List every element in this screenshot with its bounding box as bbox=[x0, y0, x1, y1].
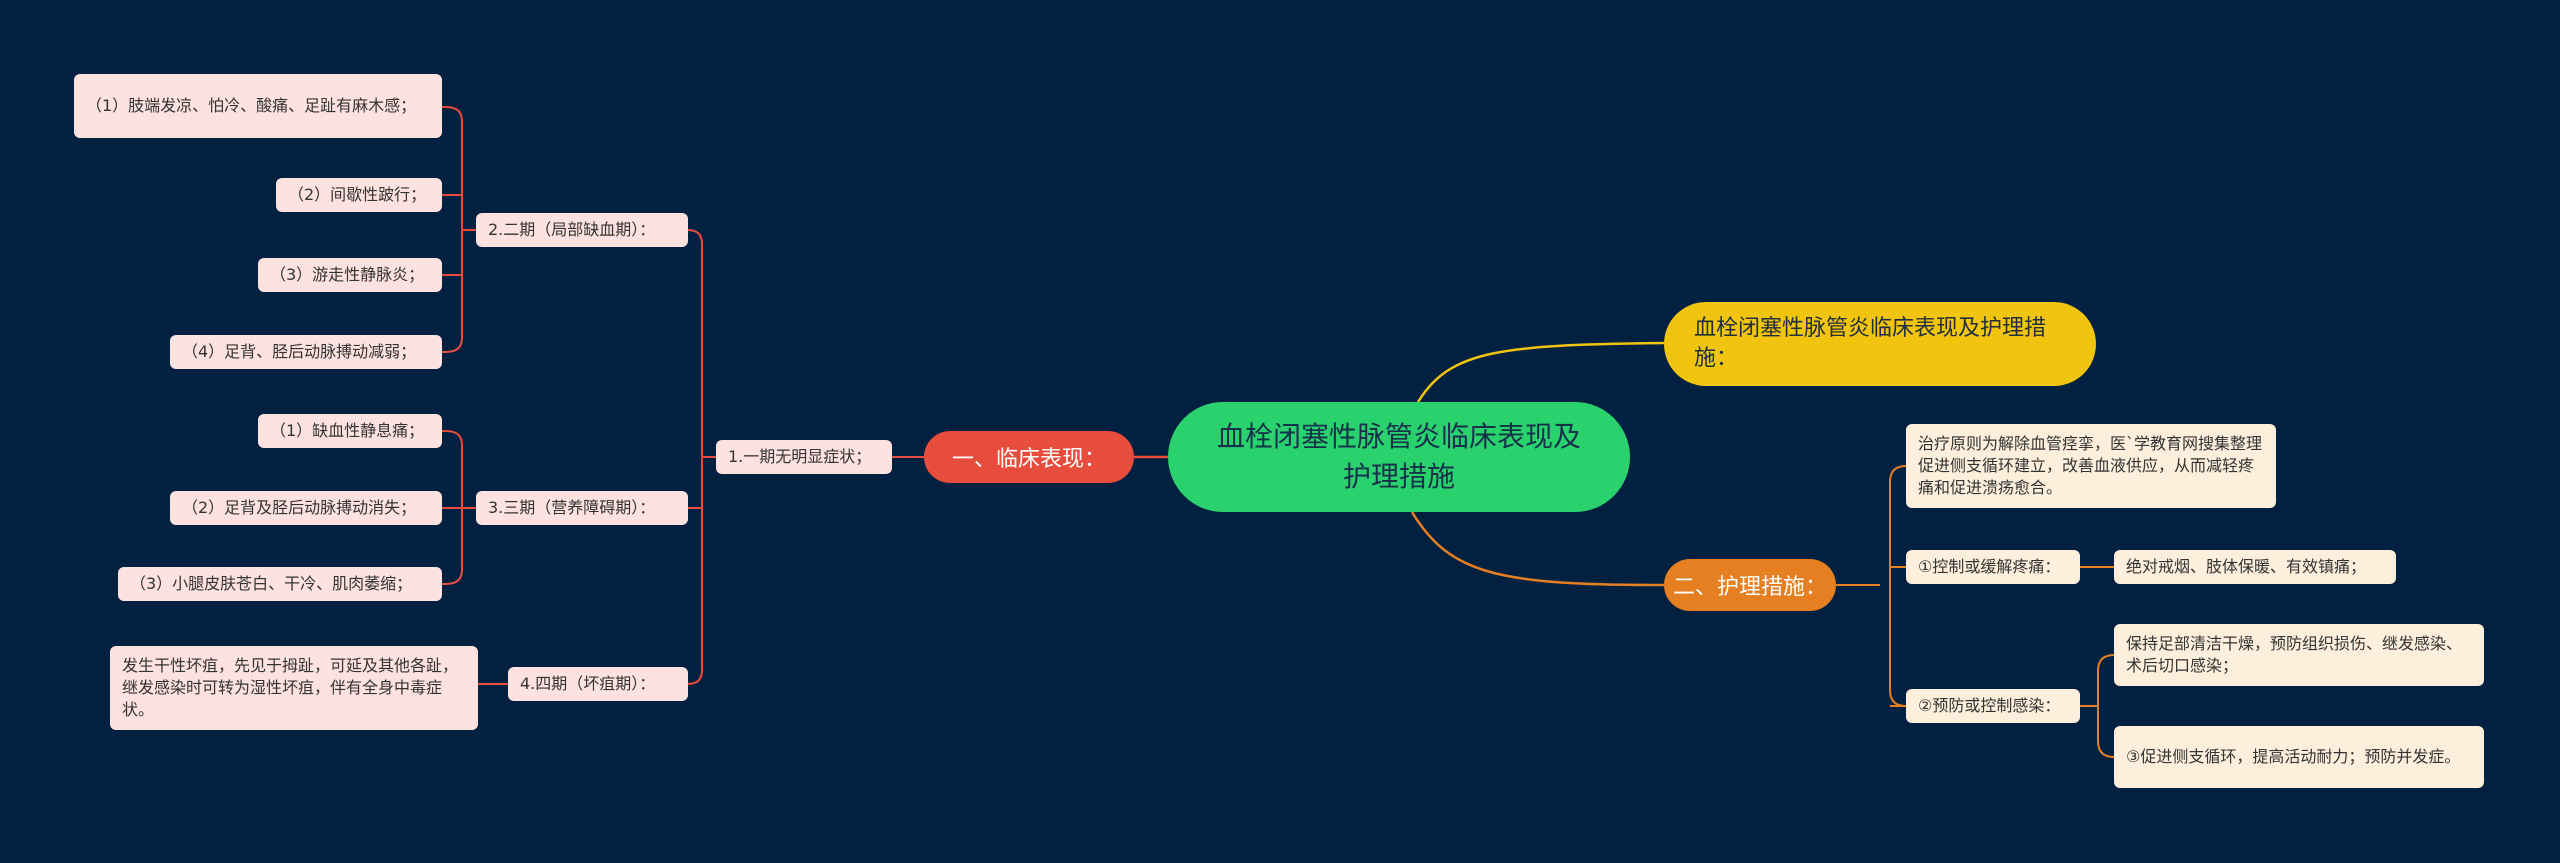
stage3-item-2[interactable]: （2）足背及胫后动脉搏动消失； bbox=[170, 491, 442, 525]
clinical-branch-label: 一、临床表现： bbox=[951, 447, 1106, 472]
edge-root-nursing bbox=[1410, 511, 1665, 587]
infection-control-label: ②预防或控制感染： bbox=[1918, 696, 2061, 715]
stage1-node[interactable]: 1.一期无明显症状； bbox=[716, 440, 892, 474]
title-branch-label: 血栓闭塞性脉管炎临床表现及护理措施： bbox=[1694, 316, 2047, 371]
stage3-item-1[interactable]: （1）缺血性静息痛； bbox=[258, 414, 442, 448]
stage2-item-3-label: （3）游走性静脉炎； bbox=[270, 265, 425, 284]
stage2-item-3[interactable]: （3）游走性静脉炎； bbox=[258, 258, 442, 292]
root-label: 血栓闭塞性脉管炎临床表现及护理措施 bbox=[1216, 420, 1581, 493]
stage3-label: 3.三期（营养障碍期）： bbox=[488, 498, 656, 517]
title-branch-node[interactable]: 血栓闭塞性脉管炎临床表现及护理措施： bbox=[1664, 302, 2096, 386]
pain-control-node[interactable]: ①控制或缓解疼痛： bbox=[1906, 550, 2080, 584]
edge-stage3-children bbox=[442, 430, 476, 585]
infection-item-2[interactable]: ③促进侧支循环，提高活动耐力；预防并发症。 bbox=[2114, 726, 2484, 788]
pain-control-detail-label: 绝对戒烟、肢体保暖、有效镇痛； bbox=[2126, 557, 2367, 576]
stage4-node[interactable]: 4.四期（坏疽期）： bbox=[508, 667, 688, 701]
infection-control-node[interactable]: ②预防或控制感染： bbox=[1906, 689, 2080, 723]
stage3-item-2-label: （2）足背及胫后动脉搏动消失； bbox=[182, 498, 417, 517]
stage3-item-3[interactable]: （3）小腿皮肤苍白、干冷、肌肉萎缩； bbox=[118, 567, 442, 601]
stage2-item-1-label: （1）肢端发凉、怕冷、酸痛、足趾有麻木感； bbox=[86, 96, 417, 115]
pain-control-detail[interactable]: 绝对戒烟、肢体保暖、有效镇痛； bbox=[2114, 550, 2396, 584]
infection-item-1[interactable]: 保持足部清洁干燥，预防组织损伤、继发感染、术后切口感染； bbox=[2114, 624, 2484, 686]
nursing-principle[interactable]: 治疗原则为解除血管痉挛，医`学教育网搜集整理促进侧支循环建立，改善血液供应，从而… bbox=[1906, 424, 2276, 508]
stage2-item-2[interactable]: （2）间歇性跛行； bbox=[276, 178, 442, 212]
edge-stage2-children bbox=[442, 106, 476, 353]
stage3-node[interactable]: 3.三期（营养障碍期）： bbox=[476, 491, 688, 525]
edge-root-top bbox=[1416, 341, 1665, 403]
nursing-principle-label: 治疗原则为解除血管痉挛，医`学教育网搜集整理促进侧支循环建立，改善血液供应，从而… bbox=[1918, 434, 2263, 497]
edge-nursing-children bbox=[1836, 465, 1907, 707]
stage2-item-2-label: （2）间歇性跛行； bbox=[288, 185, 427, 204]
stage2-item-1[interactable]: （1）肢端发凉、怕冷、酸痛、足趾有麻木感； bbox=[74, 74, 442, 138]
stage2-label: 2.二期（局部缺血期）： bbox=[488, 220, 656, 239]
edge-stage1-bracket bbox=[476, 229, 716, 685]
root-node[interactable]: 血栓闭塞性脉管炎临床表现及护理措施 bbox=[1168, 402, 1630, 512]
nursing-branch-node[interactable]: 二、护理措施： bbox=[1664, 559, 1836, 611]
pain-control-label: ①控制或缓解疼痛： bbox=[1918, 557, 2061, 576]
infection-item-1-label: 保持足部清洁干燥，预防组织损伤、继发感染、术后切口感染； bbox=[2126, 634, 2463, 675]
nursing-branch-label: 二、护理措施： bbox=[1672, 575, 1827, 600]
stage1-label: 1.一期无明显症状； bbox=[728, 447, 872, 466]
stage4-detail[interactable]: 发生干性坏疽，先见于拇趾，可延及其他各趾，继发感染时可转为湿性坏疽，伴有全身中毒… bbox=[110, 646, 478, 730]
stage3-item-3-label: （3）小腿皮肤苍白、干冷、肌肉萎缩； bbox=[130, 574, 413, 593]
stage3-item-1-label: （1）缺血性静息痛； bbox=[270, 421, 425, 440]
edge-infection-children bbox=[2080, 654, 2115, 758]
clinical-branch-node[interactable]: 一、临床表现： bbox=[924, 431, 1134, 483]
stage4-detail-label: 发生干性坏疽，先见于拇趾，可延及其他各趾，继发感染时可转为湿性坏疽，伴有全身中毒… bbox=[122, 656, 459, 719]
stage2-item-4[interactable]: （4）足背、胫后动脉搏动减弱； bbox=[170, 335, 442, 369]
stage2-item-4-label: （4）足背、胫后动脉搏动减弱； bbox=[182, 342, 417, 361]
infection-item-2-label: ③促进侧支循环，提高活动耐力；预防并发症。 bbox=[2126, 747, 2461, 766]
stage4-label: 4.四期（坏疽期）： bbox=[520, 674, 656, 693]
stage2-node[interactable]: 2.二期（局部缺血期）： bbox=[476, 213, 688, 247]
